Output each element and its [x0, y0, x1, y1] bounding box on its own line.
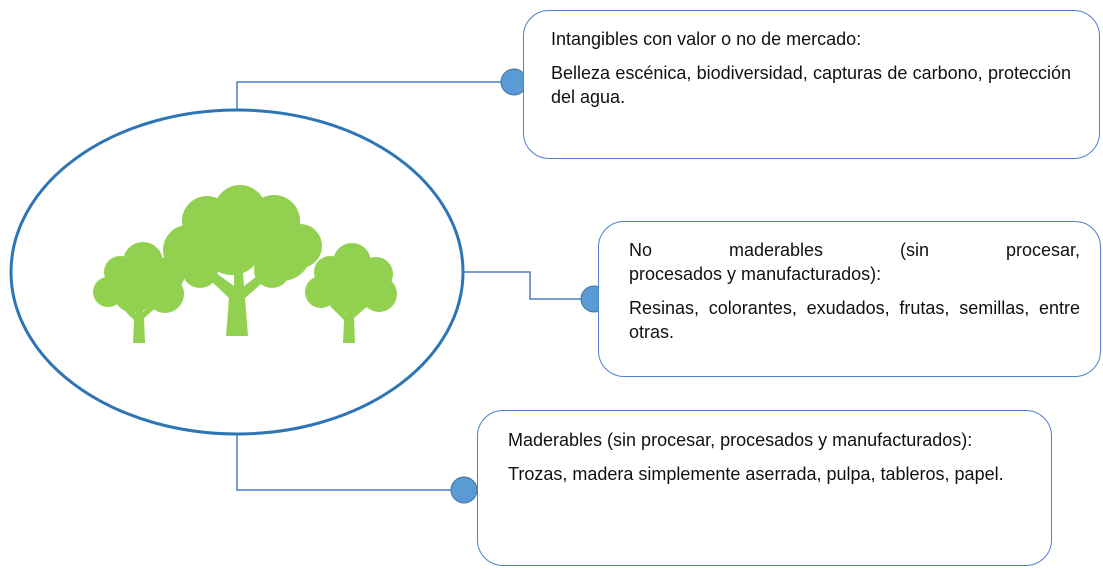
- heading-word: procesar,: [1005, 240, 1080, 260]
- heading-word: maderables: [728, 240, 824, 260]
- trees-icon: [93, 185, 397, 343]
- connectors: [236, 81, 594, 491]
- maderables-box: Maderables (sin procesar, procesados y m…: [477, 410, 1052, 566]
- no-maderables-body: Resinas, colorantes, exudados, frutas, s…: [629, 298, 1080, 342]
- no-maderables-heading-line2: procesados y manufacturados):: [629, 264, 882, 284]
- connector-no-maderables: [463, 271, 594, 300]
- no-maderables-heading-line1: No maderables (sin procesar,: [629, 238, 1080, 262]
- intangibles-heading: Intangibles con valor o no de mercado:: [551, 29, 862, 49]
- maderables-body: Trozas, madera simplemente aserrada, pul…: [508, 464, 1004, 484]
- connector-maderables: [236, 434, 464, 491]
- maderables-heading: Maderables (sin procesar, procesados y m…: [508, 430, 973, 450]
- connector-intangibles: [236, 81, 514, 112]
- no-maderables-heading: No maderables (sin procesar, procesados …: [629, 238, 1080, 286]
- node-maderables: [450, 476, 478, 504]
- right-tree-icon: [305, 243, 397, 343]
- no-maderables-box: No maderables (sin procesar, procesados …: [598, 221, 1101, 377]
- center-tree-icon: [163, 185, 322, 336]
- heading-word: No: [629, 240, 653, 260]
- intangibles-body: Belleza escénica, biodiversidad, captura…: [551, 63, 1071, 107]
- intangibles-box: Intangibles con valor o no de mercado: B…: [523, 10, 1100, 159]
- heading-word: (sin: [899, 240, 929, 260]
